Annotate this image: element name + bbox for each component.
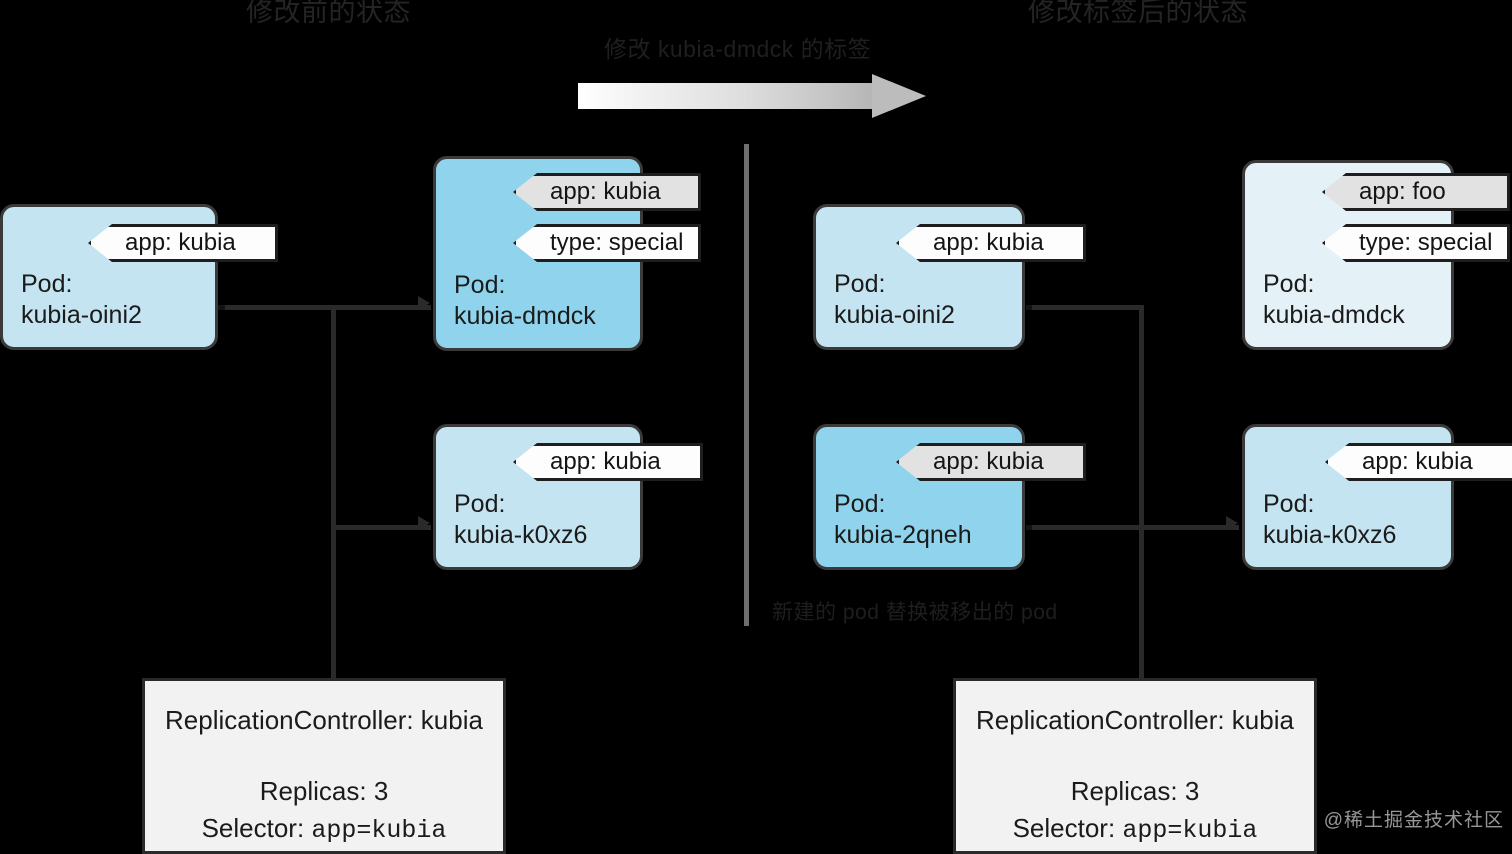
pod-label-right-2qneh: Pod: kubia-2qneh — [834, 490, 972, 549]
rc-selector-value-left: app=kubia — [311, 816, 447, 845]
divider-note-label: 新建的 pod 替换被移出的 pod — [772, 601, 1058, 624]
tag-left-oini2-app: app: kubia — [88, 224, 278, 262]
tag-right-dmdck-type: type: special — [1322, 224, 1510, 262]
watermark: @稀土掘金技术社区 — [1323, 810, 1504, 831]
right-connector-branch-k0xz6 — [1139, 525, 1239, 530]
rc-selector-right: Selector: app=kubia — [956, 813, 1314, 845]
right-connector-branch-oini2 — [1026, 305, 1144, 310]
pod-label-left-oini2: Pod: kubia-oini2 — [21, 270, 142, 329]
rc-selector-label-right: Selector: — [1012, 813, 1116, 843]
rc-title-left: ReplicationController: kubia — [165, 705, 483, 735]
rc-selector-label-left: Selector: — [201, 813, 305, 843]
transition-arrow-label: 修改 kubia-dmdck 的标签 — [604, 36, 872, 62]
pod-label-right-k0xz6: Pod: kubia-k0xz6 — [1263, 490, 1397, 549]
tag-right-dmdck-app: app: foo — [1322, 173, 1510, 211]
tag-right-2qneh-app: app: kubia — [896, 443, 1086, 481]
left-arrowhead-dmdck — [418, 296, 430, 310]
pod-label-left-k0xz6: Pod: kubia-k0xz6 — [454, 490, 588, 549]
left-connector-branch-oini2 — [218, 305, 336, 310]
left-connector-branch-k0xz6 — [331, 525, 431, 530]
tag-left-dmdck-app: app: kubia — [513, 173, 701, 211]
rc-title-right: ReplicationController: kubia — [976, 705, 1294, 735]
replication-controller-left[interactable]: ReplicationController: kubia Replicas: 3… — [142, 678, 506, 854]
tag-right-k0xz6-app: app: kubia — [1325, 443, 1512, 481]
pod-label-right-dmdck: Pod: kubia-dmdck — [1263, 270, 1405, 329]
transition-arrow — [578, 74, 926, 118]
right-connector-branch-2qneh — [1026, 525, 1144, 530]
rc-replicas-right: Replicas: 3 — [1070, 776, 1200, 806]
rc-selector-left: Selector: app=kubia — [145, 813, 503, 845]
replication-controller-right[interactable]: ReplicationController: kubia Replicas: 3… — [953, 678, 1317, 854]
arrow-head-icon — [872, 74, 926, 118]
heading-left-state: 修改前的状态 — [246, 0, 411, 27]
pod-label-left-dmdck: Pod: kubia-dmdck — [454, 271, 596, 330]
arrow-shaft — [578, 83, 878, 109]
rc-selector-value-right: app=kubia — [1122, 816, 1258, 845]
heading-right-state: 修改标签后的状态 — [1028, 0, 1248, 27]
right-arrowhead-k0xz6 — [1226, 516, 1238, 530]
tag-left-dmdck-type: type: special — [513, 224, 701, 262]
left-arrowhead-k0xz6 — [418, 516, 430, 530]
tag-right-oini2-app: app: kubia — [896, 224, 1086, 262]
left-connector-trunk — [331, 305, 336, 685]
pod-label-right-oini2: Pod: kubia-oini2 — [834, 270, 955, 329]
right-connector-trunk — [1139, 305, 1144, 685]
panel-divider — [744, 144, 749, 626]
tag-left-k0xz6-app: app: kubia — [513, 443, 703, 481]
left-connector-branch-dmdck — [331, 305, 431, 310]
rc-replicas-left: Replicas: 3 — [259, 776, 389, 806]
